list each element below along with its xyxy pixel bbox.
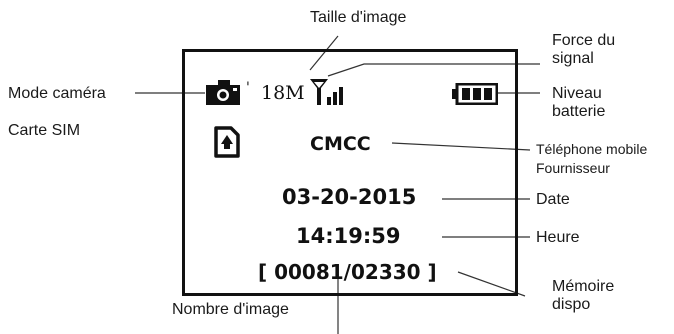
tick-mark: ' bbox=[246, 80, 250, 96]
label-sim-card: Carte SIM bbox=[8, 122, 81, 139]
time-value: 14:19:59 bbox=[296, 224, 401, 248]
label-date: Date bbox=[536, 191, 570, 208]
line-memory bbox=[457, 271, 526, 297]
camera-icon bbox=[206, 80, 240, 105]
counter-value: [ 00081/02330 ] bbox=[258, 260, 437, 284]
label-battery-line1: Niveau bbox=[552, 85, 602, 102]
label-provider-line2: Fournisseur bbox=[536, 160, 610, 176]
line-provider bbox=[391, 142, 531, 151]
label-memory-line2: dispo bbox=[552, 296, 591, 313]
signal-strength-icon bbox=[310, 79, 343, 105]
label-signal-line1: Force du bbox=[552, 32, 616, 49]
battery-icon bbox=[452, 83, 498, 105]
label-memory-line1: Mémoire bbox=[552, 278, 615, 295]
resolution-value: 18M bbox=[261, 82, 305, 104]
label-image-size: Taille d'image bbox=[310, 9, 407, 26]
provider-value: CMCC bbox=[310, 133, 371, 155]
date-value: 03-20-2015 bbox=[282, 185, 417, 209]
label-camera-mode: Mode caméra bbox=[8, 85, 106, 102]
label-signal-line2: signal bbox=[552, 50, 594, 67]
label-provider-line1: Téléphone mobile bbox=[536, 141, 648, 157]
line-signal bbox=[327, 63, 540, 77]
label-image-count: Nombre d'image bbox=[172, 301, 289, 318]
label-time: Heure bbox=[536, 229, 580, 246]
sim-card-icon bbox=[214, 126, 240, 158]
lcd-screen bbox=[182, 49, 518, 296]
label-battery-line2: batterie bbox=[552, 103, 606, 120]
line-image-size bbox=[309, 35, 339, 71]
